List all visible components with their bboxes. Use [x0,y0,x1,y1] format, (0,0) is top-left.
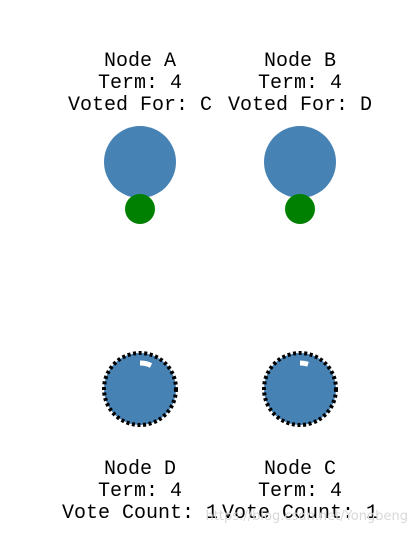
node-d-term: Term: 4 [98,480,182,503]
node-d-circle [102,351,178,427]
node-b-voted-for: Voted For: D [228,94,372,117]
node-c: Node C Term: 4 Vote Count: 1 [222,351,378,525]
node-a-circle [104,126,176,198]
node-b-term: Term: 4 [258,72,342,95]
node-b: Node B Term: 4 Voted For: D [228,50,372,224]
node-d-vote-count: Vote Count: 1 [62,502,218,525]
node-d-progress-arc [139,360,153,368]
node-d-name: Node D [104,458,176,481]
node-d: Node D Term: 4 Vote Count: 1 [62,351,218,525]
node-a-leader-indicator [125,194,155,224]
node-c-vote-count: Vote Count: 1 [222,502,378,525]
watermark: https://blog.csdn.net/Yongbeng [206,509,408,524]
node-a-name: Node A [104,50,176,73]
node-a-term: Term: 4 [98,72,182,95]
node-b-circle [264,126,336,198]
node-c-name: Node C [264,458,336,481]
node-c-circle [262,351,338,427]
node-c-progress-arc [299,360,309,367]
node-b-leader-indicator [285,194,315,224]
node-c-term: Term: 4 [258,480,342,503]
node-a-voted-for: Voted For: C [68,94,212,117]
node-a: Node A Term: 4 Voted For: C [68,50,212,224]
node-b-name: Node B [264,50,336,73]
